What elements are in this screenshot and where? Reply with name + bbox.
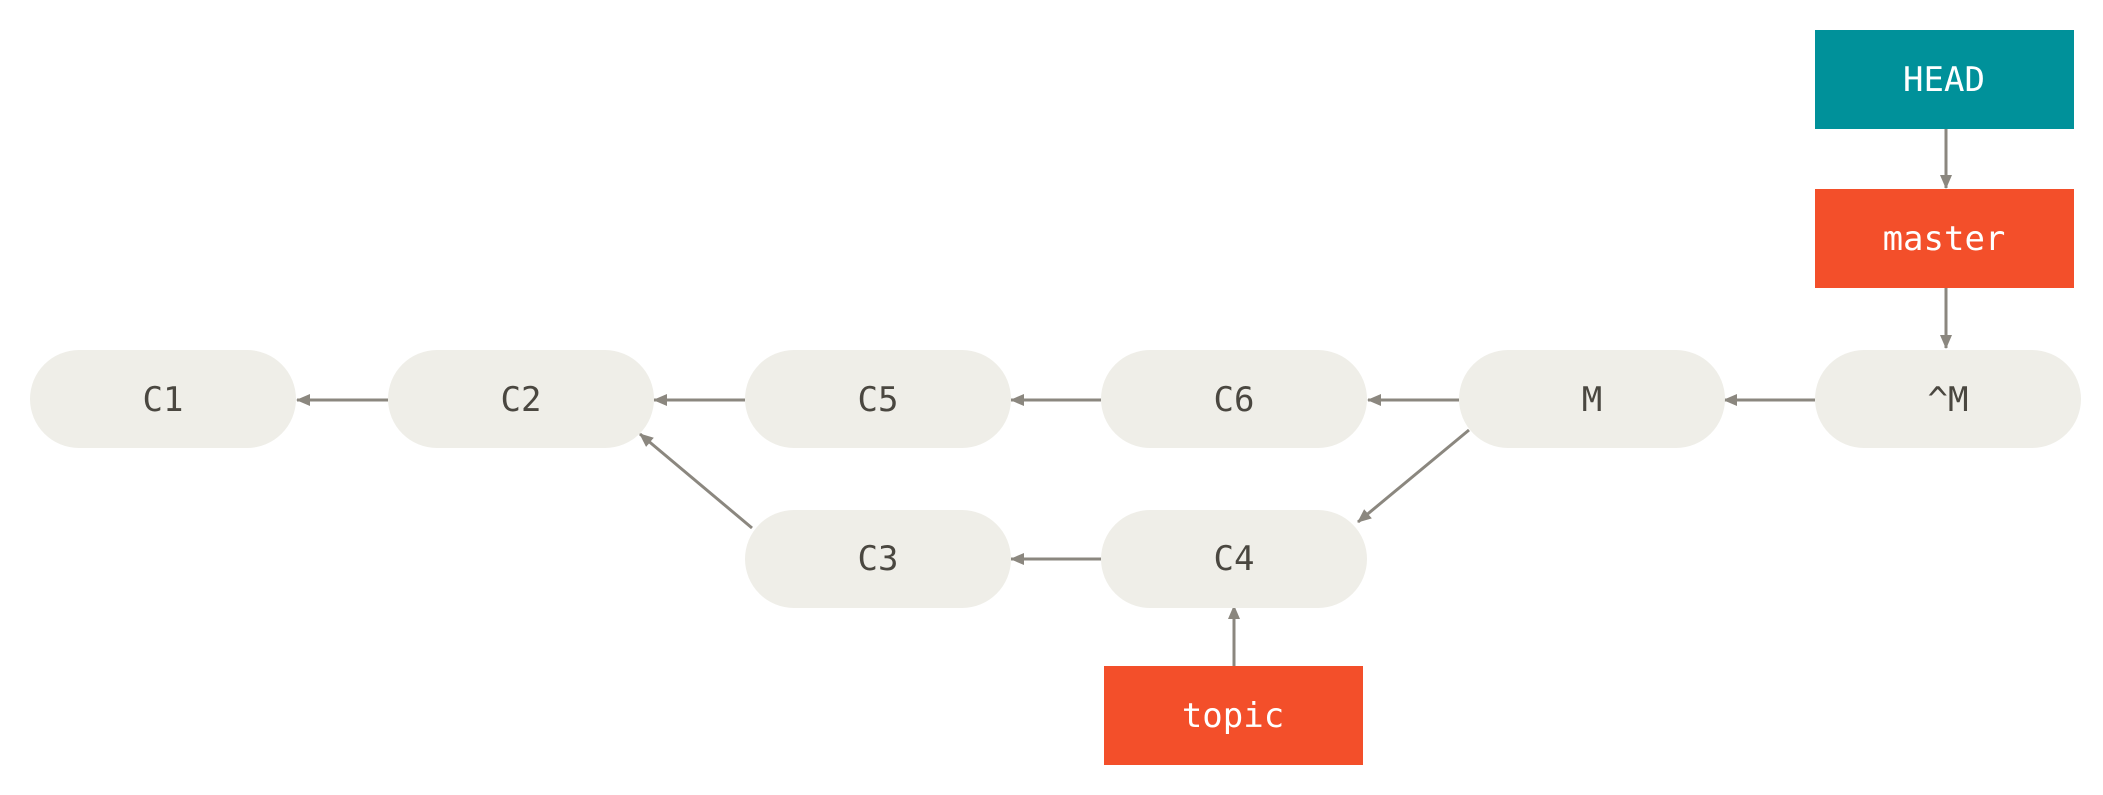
- commit-c6: C6: [1101, 350, 1367, 448]
- ref-head: HEAD: [1815, 30, 2074, 129]
- commit-c2: C2: [388, 350, 654, 448]
- edges: [296, 129, 1952, 666]
- commit-c2-label: C2: [501, 380, 542, 420]
- commit-m-label: M: [1582, 380, 1602, 420]
- commit-c1: C1: [30, 350, 296, 448]
- commit-c5: C5: [745, 350, 1011, 448]
- commit-c3: C3: [745, 510, 1011, 608]
- ref-master: master: [1815, 189, 2074, 288]
- ref-topic: topic: [1104, 666, 1363, 765]
- ref-master-label: master: [1883, 219, 2006, 259]
- ref-head-label: HEAD: [1903, 60, 1985, 100]
- commit-revert-m-label: ^M: [1928, 380, 1969, 420]
- commit-c4-label: C4: [1214, 539, 1255, 579]
- commit-c5-label: C5: [858, 380, 899, 420]
- commit-revert-m: ^M: [1815, 350, 2081, 448]
- commit-c1-label: C1: [143, 380, 184, 420]
- commit-c4: C4: [1101, 510, 1367, 608]
- ref-topic-label: topic: [1182, 696, 1284, 736]
- commit-c6-label: C6: [1214, 380, 1255, 420]
- edge-m-to-c4: [1357, 428, 1470, 524]
- commit-m: M: [1459, 350, 1725, 448]
- edge-c3-to-c2: [639, 432, 753, 530]
- commit-c3-label: C3: [858, 539, 899, 579]
